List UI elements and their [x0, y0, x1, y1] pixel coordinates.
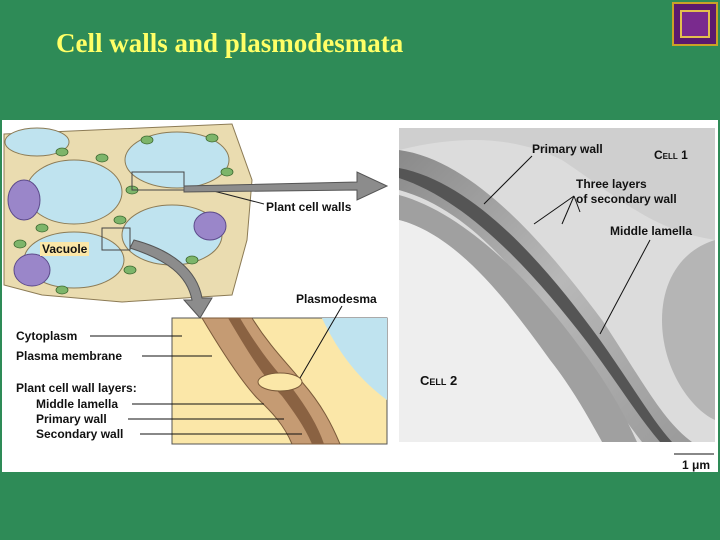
micrograph-primary-wall-label: Primary wall — [532, 142, 603, 156]
cytoplasm-label: Cytoplasm — [16, 329, 78, 343]
primary-wall-label: Primary wall — [36, 412, 107, 426]
vacuole-label: Vacuole — [40, 242, 90, 256]
three-layers-label-line2: of secondary wall — [576, 192, 677, 206]
micrograph-middle-lamella-label: Middle lamella — [610, 224, 693, 238]
plant-tissue-diagram — [3, 123, 389, 319]
logo-emblem — [680, 10, 710, 38]
plasma-membrane-label: Plasma membrane — [16, 349, 123, 363]
cell-1-label: Cell 1 — [654, 148, 688, 162]
figure-panel: Plant cell walls Vacuole Plasmodesma Cyt… — [2, 120, 718, 472]
plasmodesma-label: Plasmodesma — [296, 292, 377, 306]
slide-title: Cell walls and plasmodesmata — [56, 28, 404, 58]
figure-drawing — [3, 123, 715, 455]
scale-bar-label: 1 μm — [682, 458, 711, 472]
cell-2-label: Cell 2 — [420, 373, 458, 388]
three-layers-label-line1: Three layers — [576, 177, 647, 191]
leader-lines — [90, 155, 714, 455]
university-shield-icon — [672, 2, 718, 46]
cell-wall-closeup — [171, 317, 388, 445]
middle-lamella-label: Middle lamella — [36, 397, 119, 411]
plant-cell-walls-label: Plant cell walls — [266, 200, 352, 214]
electron-micrograph — [399, 128, 715, 442]
wall-layers-heading: Plant cell wall layers: — [16, 381, 137, 395]
secondary-wall-label: Secondary wall — [36, 427, 124, 441]
